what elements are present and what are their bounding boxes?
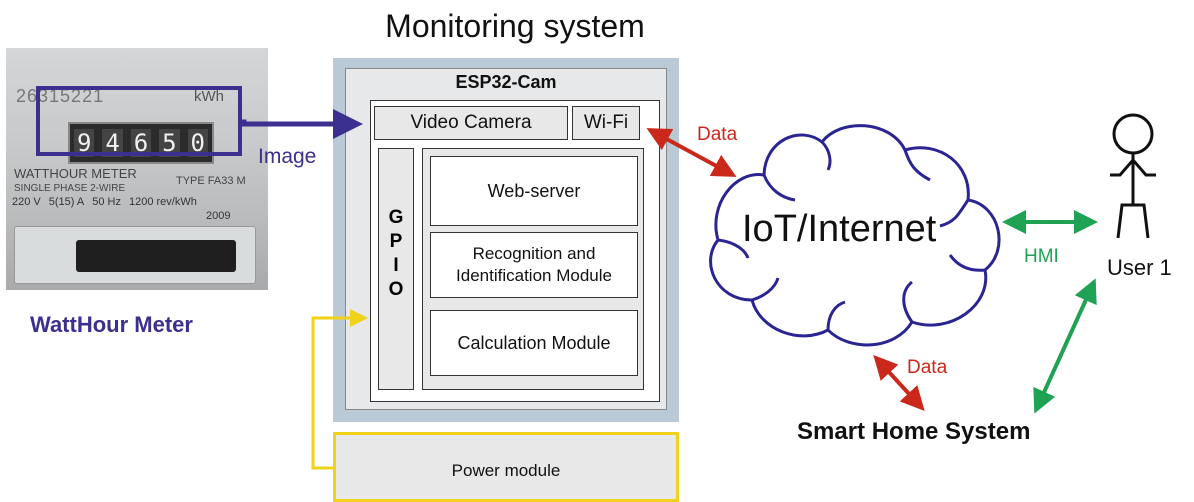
- gpio-box: [378, 148, 414, 390]
- data-arrow-smart-home: [873, 355, 925, 411]
- gpio-letter: G: [388, 207, 404, 228]
- dial-digit: 0: [187, 129, 208, 157]
- meter-specs: 220 V 5(15) A 50 Hz 1200 rev/kWh: [12, 196, 197, 208]
- video-camera-box: Video Camera: [374, 106, 568, 140]
- gpio-letter: I: [393, 255, 399, 276]
- power-line: [311, 309, 368, 470]
- gpio-letter: P: [389, 231, 403, 252]
- gpio-letter: O: [388, 279, 404, 300]
- esp32-title: ESP32-Cam: [455, 72, 557, 92]
- dial-digit: 6: [130, 129, 152, 157]
- meter-line2: SINGLE PHASE 2-WIRE: [14, 183, 126, 194]
- wifi-box: Wi-Fi: [572, 106, 640, 140]
- diagram-title: Monitoring system: [385, 8, 645, 44]
- power-module-box: Power module: [333, 432, 679, 502]
- meter-year: 2009: [206, 210, 231, 222]
- meter-type: TYPE FA33 M: [176, 175, 246, 187]
- recognition-module-box: Recognition and Identification Module: [430, 232, 638, 298]
- meter-dial: 9 4 6 5 0: [68, 122, 214, 164]
- web-server-box: Web-server: [430, 156, 638, 226]
- meter-reading-highlight: [36, 86, 242, 156]
- recognition-line2: Identification Module: [456, 266, 612, 285]
- calculation-module-box: Calculation Module: [430, 310, 638, 376]
- smart-home-label: Smart Home System: [797, 418, 1031, 445]
- recognition-line1: Recognition and: [472, 244, 596, 263]
- meter-label: WattHour Meter: [30, 312, 193, 337]
- data-arrow-wifi: [646, 128, 737, 177]
- meter-unit: kWh: [194, 88, 224, 105]
- meter-disc-slot: [76, 240, 236, 272]
- user-label: User 1: [1107, 255, 1172, 280]
- dial-digit: 4: [102, 129, 123, 157]
- cloud-inner-curves: [717, 140, 986, 331]
- meter-spec: 1200 rev/kWh: [128, 196, 197, 208]
- image-label: Image: [258, 145, 317, 168]
- gpio-label: G P I O: [378, 206, 414, 302]
- meter-nameplate: WATTHOUR METER SINGLE PHASE 2-WIRE: [14, 166, 137, 196]
- meter-spec: 50 Hz: [92, 196, 121, 208]
- meter-line1: WATTHOUR METER: [14, 166, 137, 181]
- meter-spec: 5(15) A: [48, 196, 85, 208]
- meter-spec: 220 V: [12, 196, 41, 208]
- data-label-bottom: Data: [907, 357, 948, 378]
- user-icon: [1110, 113, 1156, 239]
- cloud-icon: [709, 124, 1001, 347]
- dial-digit: 5: [159, 129, 180, 157]
- dial-digit: 9: [73, 129, 95, 157]
- image-arrow: [241, 109, 363, 139]
- hmi-label: HMI: [1024, 246, 1059, 267]
- cloud-label: IoT/Internet: [742, 208, 937, 250]
- smart-home-user-arrow: [1033, 278, 1097, 414]
- data-label-top: Data: [697, 124, 738, 145]
